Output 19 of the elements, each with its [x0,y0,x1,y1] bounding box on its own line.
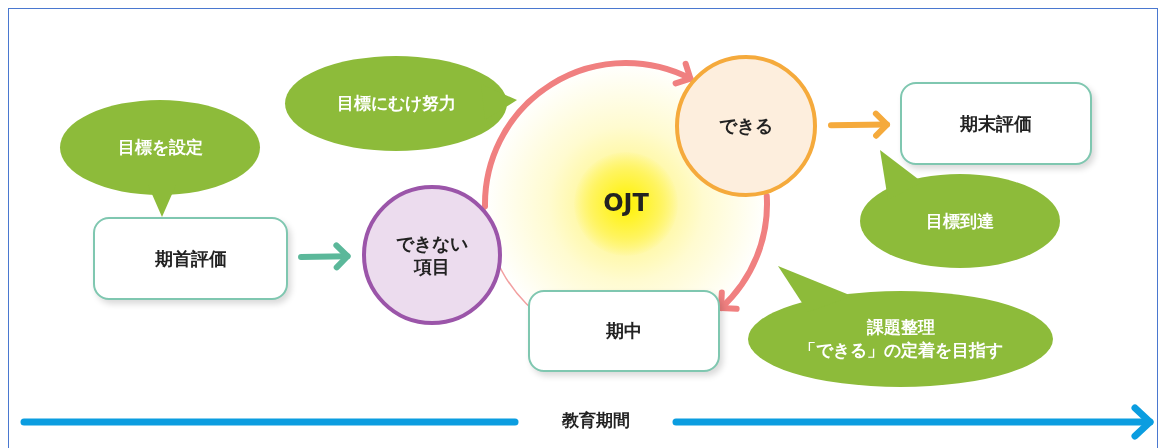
node-label: できない項目 [396,231,468,279]
node-label: 期末評価 [960,111,1032,136]
arrow [828,110,890,139]
bubble-text: 目標にむけ努力 [336,92,456,115]
node-label: できる [719,114,773,138]
arrow [482,60,694,210]
arrow [717,193,770,312]
process-box [528,290,720,372]
bubble-text: 目標到達 [926,209,994,233]
bubble-text: 目標を設定 [117,136,203,159]
process-box [93,217,288,300]
node-label: 期首評価 [154,246,227,271]
process-box [900,82,1092,165]
arrow [298,242,351,271]
node-label: OJT [603,188,649,220]
bubble-text: 課題整理 [866,316,935,339]
bubble-text: 「できる」の定着を目指す [798,339,1003,362]
timeline-label: 教育期間 [561,409,631,432]
node-label: 期中 [606,319,642,343]
